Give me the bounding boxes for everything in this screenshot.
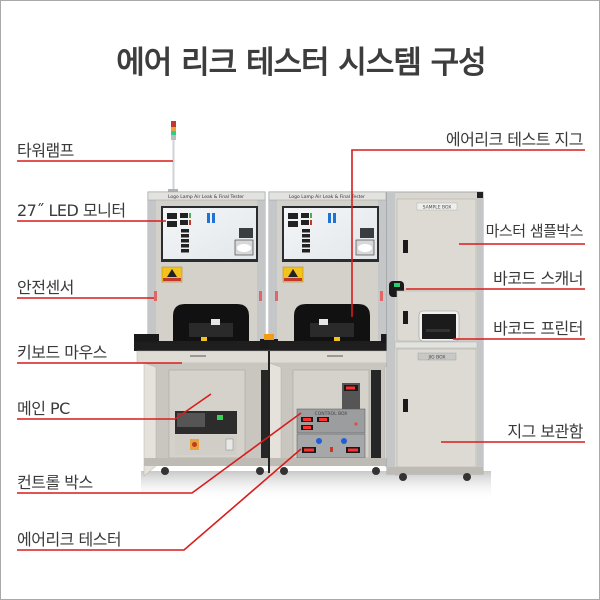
- tower-lamp-icon: [168, 121, 178, 195]
- label-led-monitor: 27˝ LED 모니터: [17, 201, 126, 220]
- svg-text:Logo Lamp Air Leak & Final Tes: Logo Lamp Air Leak & Final Tester: [168, 194, 244, 200]
- label-keyboard-mouse: 키보드 마우스: [17, 343, 107, 362]
- svg-text:SAMPLE BOX: SAMPLE BOX: [423, 205, 452, 211]
- label-barcode-scanner: 바코드 스캐너: [493, 269, 583, 288]
- svg-text:CONTROL BOX: CONTROL BOX: [315, 411, 348, 417]
- svg-text:JIG BOX: JIG BOX: [428, 355, 446, 361]
- tester-unit-left: Logo Lamp Air Leak & Final Tester: [134, 191, 270, 477]
- label-tower-lamp: 타워램프: [17, 141, 74, 160]
- svg-text:Logo Lamp Air Leak & Final Tes: Logo Lamp Air Leak & Final Tester: [289, 194, 365, 200]
- page-title: 에어 리크 테스터 시스템 구성: [116, 45, 486, 81]
- label-air-leak-test-jig: 에어리크 테스트 지그: [445, 130, 584, 149]
- label-jig-storage: 지그 보관함: [507, 422, 583, 441]
- tester-unit-right: Logo Lamp Air Leak & Final Tester: [260, 191, 398, 477]
- label-main-pc: 메인 PC: [17, 399, 70, 418]
- label-air-leak-tester: 에어리크 테스터: [17, 530, 122, 549]
- storage-cabinet: SAMPLE BOX JIG BOX: [386, 191, 484, 481]
- label-safety-sensor: 안전센서: [17, 278, 74, 297]
- label-control-box: 컨트롤 박스: [17, 473, 93, 492]
- label-barcode-printer: 바코드 프린터: [493, 319, 583, 338]
- label-master-sample-box: 마스터 샘플박스: [485, 222, 584, 240]
